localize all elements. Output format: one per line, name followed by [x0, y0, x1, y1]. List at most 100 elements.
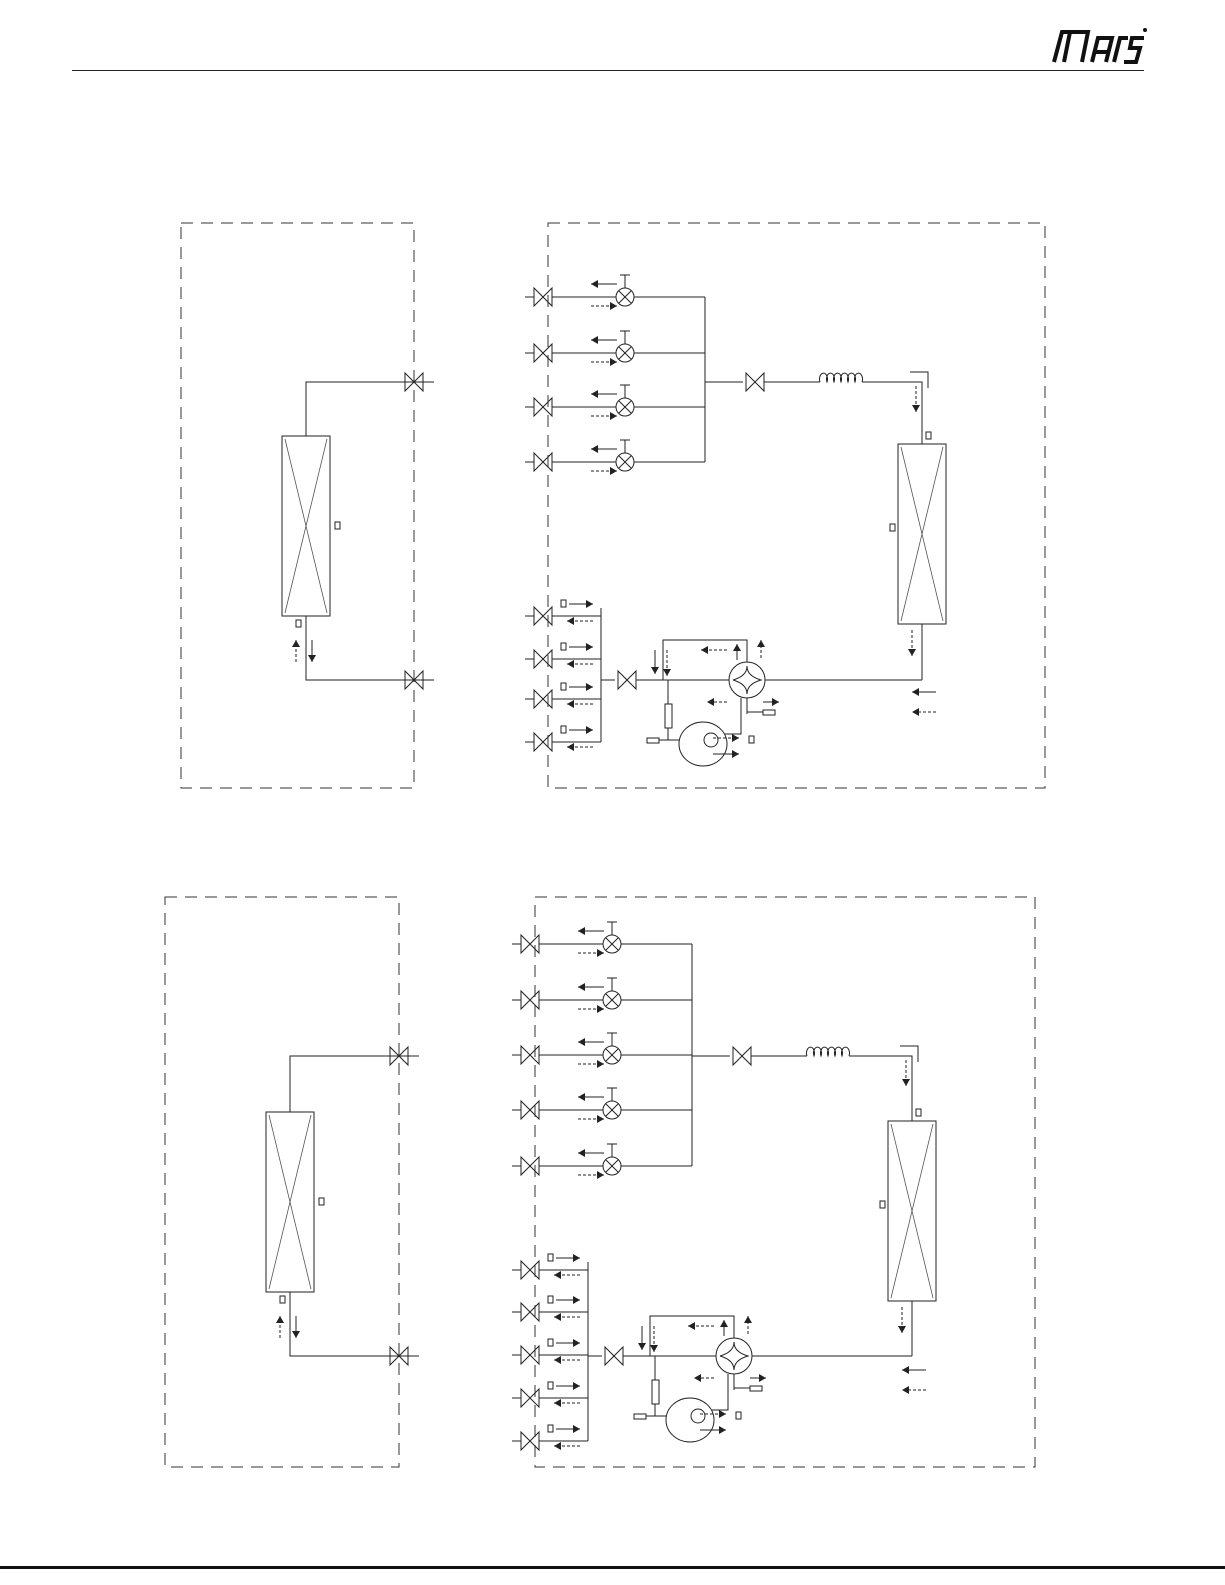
accumulator-icon: [665, 704, 672, 728]
flow-arrow-icon: [586, 600, 593, 608]
flow-arrow-dashed-icon: [554, 1399, 561, 1407]
flow-arrow-icon: [759, 1374, 766, 1382]
temperature-sensor-icon: [736, 1412, 741, 1419]
flow-arrow-icon: [912, 688, 919, 696]
accumulator-icon: [652, 1380, 659, 1404]
temperature-sensor-icon: [561, 726, 566, 733]
service-valve-icon: [618, 671, 636, 689]
flow-arrow-dashed-icon: [276, 1316, 284, 1323]
flow-arrow-icon: [651, 667, 659, 674]
flow-arrow-dashed-icon: [663, 669, 671, 676]
diagram-line: [290, 1056, 419, 1112]
flow-arrow-dashed-icon: [898, 1326, 906, 1333]
temperature-sensor-icon: [548, 1425, 553, 1432]
flow-arrow-dashed-icon: [719, 1410, 726, 1418]
flow-arrow-dashed-icon: [650, 1345, 658, 1352]
flow-arrow-dashed-icon: [567, 743, 574, 751]
flow-arrow-dashed-icon: [597, 1060, 604, 1068]
flow-arrow-icon: [586, 643, 593, 651]
temperature-sensor-icon: [548, 1254, 553, 1261]
flow-arrow-dashed-icon: [732, 734, 739, 742]
flow-arrow-dashed-icon: [597, 1005, 604, 1013]
service-valve-icon: [733, 1047, 751, 1065]
discharge-sensor-icon: [750, 1386, 762, 1391]
flow-arrow-dashed-icon: [912, 708, 919, 716]
flow-arrow-dashed-icon: [757, 640, 765, 647]
temperature-sensor-icon: [890, 524, 895, 531]
flow-arrow-dashed-icon: [597, 1115, 604, 1123]
flow-arrow-icon: [573, 1382, 580, 1390]
compressor-sensor-icon: [647, 738, 659, 743]
flow-arrow-dashed-icon: [292, 640, 300, 647]
service-valve-icon: [521, 1261, 539, 1279]
diagram-line: [900, 1046, 918, 1062]
flow-arrow-icon: [573, 1425, 580, 1433]
flow-arrow-dashed-icon: [554, 1271, 561, 1279]
temperature-sensor-icon: [916, 1109, 921, 1116]
service-valve-icon: [534, 398, 552, 416]
flow-arrow-icon: [638, 1343, 646, 1350]
flow-arrow-dashed-icon: [908, 649, 916, 656]
refrigerant-diagram-4-zone: [0, 200, 1225, 810]
flow-arrow-icon: [732, 750, 739, 758]
diagram-line: [290, 1292, 419, 1356]
temperature-sensor-icon: [880, 1201, 885, 1208]
temperature-sensor-icon: [548, 1339, 553, 1346]
flow-arrow-icon: [719, 1426, 726, 1434]
discharge-sensor-icon: [763, 710, 775, 715]
flow-arrow-dashed-icon: [567, 617, 574, 625]
diagram-line: [849, 1056, 912, 1121]
service-valve-icon: [521, 935, 539, 953]
flow-arrow-dashed-icon: [902, 1079, 910, 1086]
flow-arrow-icon: [292, 1331, 300, 1338]
outdoor-unit-boundary: [535, 897, 1035, 1467]
service-valve-icon: [534, 453, 552, 471]
flow-arrow-icon: [586, 683, 593, 691]
diagram-line: [712, 1374, 728, 1410]
flow-arrow-dashed-icon: [610, 467, 617, 475]
flow-arrow-icon: [578, 927, 585, 935]
flow-arrow-dashed-icon: [567, 700, 574, 708]
service-valve-icon: [746, 373, 764, 391]
flow-arrow-icon: [573, 1296, 580, 1304]
flow-arrow-icon: [573, 1254, 580, 1262]
flow-arrow-dashed-icon: [610, 412, 617, 420]
service-valve-icon: [521, 1346, 539, 1364]
diagram-line: [725, 698, 741, 734]
service-valve-icon: [521, 1389, 539, 1407]
compressor-icon: [704, 733, 718, 747]
flow-arrow-icon: [591, 336, 598, 344]
capillary-coil-icon: [819, 373, 862, 382]
diagram-line: [663, 640, 747, 680]
flow-arrow-icon: [591, 390, 598, 398]
flow-arrow-icon: [308, 655, 316, 662]
flow-arrow-icon: [591, 445, 598, 453]
mars-logo-icon: [1048, 24, 1148, 68]
compressor-sensor-icon: [634, 1414, 646, 1419]
temperature-sensor-icon: [548, 1382, 553, 1389]
flow-arrow-dashed-icon: [744, 1316, 752, 1323]
temperature-sensor-icon: [319, 1198, 324, 1205]
service-valve-icon: [534, 650, 552, 668]
flow-arrow-dashed-icon: [554, 1442, 561, 1450]
service-valve-icon: [521, 1101, 539, 1119]
flow-arrow-dashed-icon: [688, 1322, 695, 1330]
diagram-line: [910, 372, 928, 388]
refrigerant-diagram-5-zone: [0, 880, 1225, 1490]
flow-arrow-icon: [578, 983, 585, 991]
flow-arrow-icon: [578, 1149, 585, 1157]
service-valve-icon: [534, 733, 552, 751]
temperature-sensor-icon: [749, 736, 754, 743]
flow-arrow-icon: [578, 1093, 585, 1101]
flow-arrow-dashed-icon: [610, 302, 617, 310]
indoor-unit-boundary: [165, 897, 399, 1467]
flow-arrow-dashed-icon: [701, 646, 708, 654]
flow-arrow-icon: [573, 1339, 580, 1347]
diagram-line: [306, 616, 434, 680]
service-valve-icon: [521, 1303, 539, 1321]
temperature-sensor-icon: [561, 600, 566, 607]
temperature-sensor-icon: [926, 432, 931, 439]
reversing-valve-icon: [720, 1342, 748, 1370]
service-valve-icon: [521, 1046, 539, 1064]
outdoor-unit-boundary: [548, 223, 1045, 788]
